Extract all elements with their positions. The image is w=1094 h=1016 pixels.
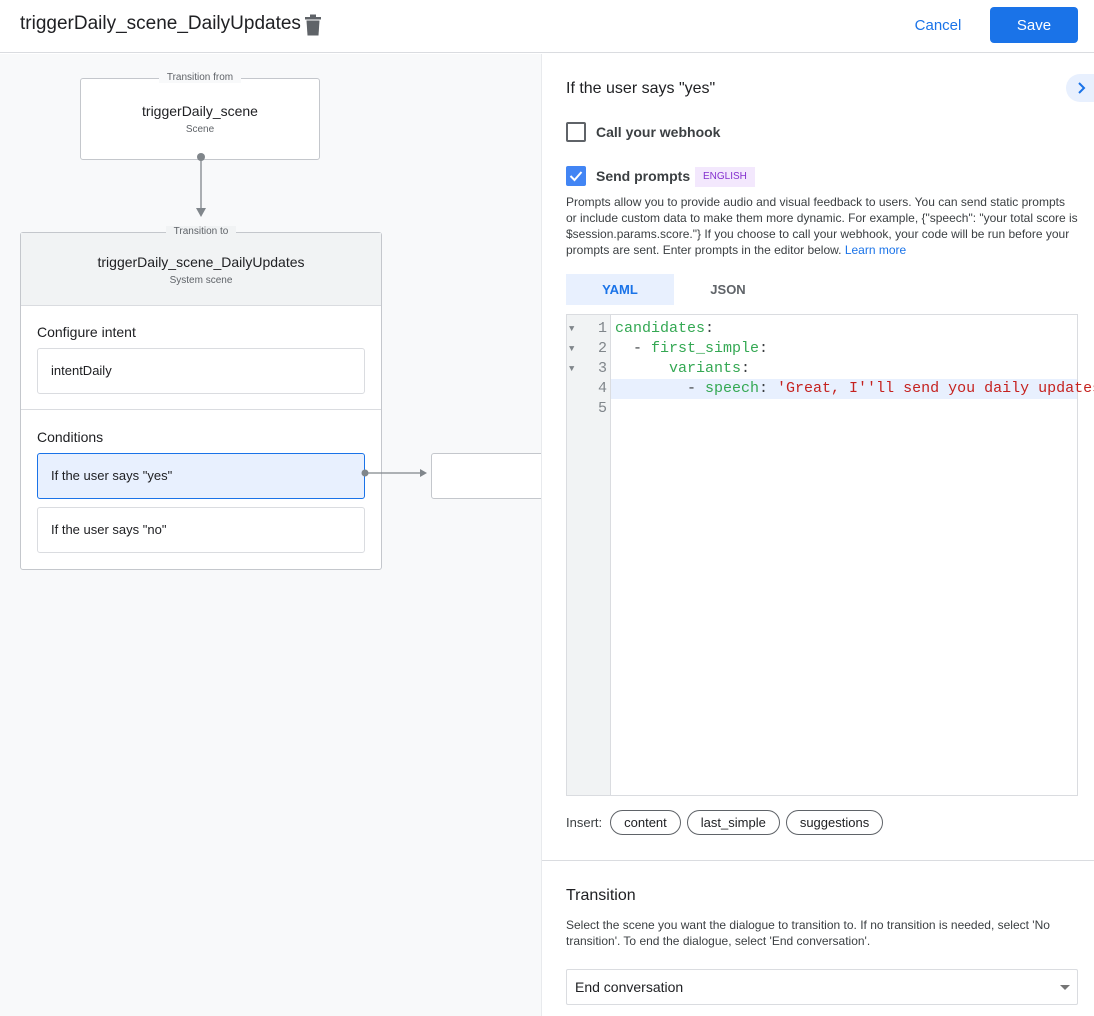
- code-sep: :: [705, 320, 715, 337]
- webhook-label: Call your webhook: [596, 124, 721, 140]
- insert-row: Insert: content last_simple suggestions: [566, 810, 889, 835]
- code-line: 5: [567, 399, 1077, 419]
- prompts-description: Prompts allow you to provide audio and v…: [566, 195, 1078, 257]
- condition-yes[interactable]: If the user says "yes": [37, 453, 365, 499]
- line-number: 5: [597, 400, 607, 417]
- code-value: 'Great, I''ll send you daily updates.: [777, 380, 1094, 397]
- editor-gutter: [567, 315, 611, 795]
- to-scene-name: triggerDaily_scene_DailyUpdates: [97, 254, 305, 270]
- chevron-right-icon: [1078, 82, 1086, 94]
- dropdown-arrow-icon: [1060, 985, 1070, 990]
- target-scene-card[interactable]: [431, 453, 541, 499]
- configure-intent-heading: Configure intent: [37, 324, 136, 340]
- save-button[interactable]: Save: [990, 7, 1078, 43]
- code-line: ▼ 3 variants:: [567, 359, 1077, 379]
- code-line: ▼ 2 - first_simple:: [567, 339, 1077, 359]
- code-editor[interactable]: ▼ 1 candidates: ▼ 2 - first_simple: ▼ 3 varian…: [566, 314, 1094, 796]
- from-scene-name: triggerDaily_scene: [142, 103, 258, 119]
- conditions-heading: Conditions: [37, 429, 104, 445]
- page-title: triggerDaily_scene_DailyUpdates: [20, 13, 301, 34]
- transition-from-card[interactable]: Transition from triggerDaily_scene Scene: [80, 72, 320, 160]
- transition-to-legend: Transition to: [165, 226, 237, 237]
- line-number: 1: [597, 320, 607, 337]
- insert-label: Insert:: [566, 815, 603, 830]
- line-number: 2: [597, 340, 607, 357]
- divider: [542, 860, 1094, 861]
- insert-last-simple-chip[interactable]: last_simple: [686, 810, 780, 835]
- code-sep: :: [759, 380, 778, 397]
- code-line: ▼ 1 candidates:: [567, 319, 1077, 339]
- condition-no[interactable]: If the user says "no": [37, 507, 365, 553]
- check-icon: [569, 171, 583, 182]
- collapse-panel-button[interactable]: [1066, 74, 1094, 102]
- condition-panel: If the user says "yes" Call your webhook…: [542, 54, 1094, 1016]
- insert-content-chip[interactable]: content: [610, 810, 681, 835]
- from-scene-type: Scene: [185, 124, 215, 135]
- line-number: 3: [597, 360, 607, 377]
- tab-yaml[interactable]: YAML: [566, 274, 674, 305]
- cancel-button[interactable]: Cancel: [905, 8, 971, 42]
- code-key: first_simple: [651, 340, 760, 357]
- code-line: 4 - speech: 'Great, I''ll send you daily…: [567, 379, 1094, 399]
- fold-arrow-icon[interactable]: ▼: [569, 344, 575, 354]
- divider: [21, 409, 381, 410]
- language-badge: ENGLISH: [695, 167, 755, 187]
- code-sep: :: [741, 360, 751, 377]
- transition-description: Select the scene you want the dialogue t…: [566, 918, 1050, 948]
- transition-heading: Transition: [566, 887, 636, 904]
- fold-arrow-icon[interactable]: ▼: [569, 364, 575, 374]
- code-key: speech: [705, 380, 760, 397]
- code-key: variants: [669, 360, 742, 377]
- transition-from-legend: Transition from: [158, 72, 242, 83]
- to-scene-type: System scene: [169, 275, 233, 286]
- send-prompts-checkbox[interactable]: [566, 166, 586, 186]
- code-indent: -: [615, 380, 706, 397]
- learn-more-link[interactable]: Learn more: [844, 243, 907, 257]
- code-indent: -: [615, 340, 652, 357]
- line-number: 4: [597, 380, 607, 397]
- panel-heading: If the user says "yes": [566, 80, 716, 97]
- code-key: candidates: [615, 320, 706, 337]
- transition-to-card: Transition to triggerDaily_scene_DailyUp…: [20, 226, 382, 570]
- insert-suggestions-chip[interactable]: suggestions: [785, 810, 884, 835]
- trash-icon[interactable]: [304, 14, 322, 36]
- condition-connector: [361, 469, 427, 477]
- webhook-checkbox[interactable]: [566, 122, 586, 142]
- active-line-highlight: [611, 379, 1077, 399]
- transition-selected-value: End conversation: [575, 979, 684, 995]
- code-sep: :: [759, 340, 769, 357]
- fold-arrow-icon[interactable]: ▼: [569, 324, 575, 334]
- scene-canvas[interactable]: Transition from triggerDaily_scene Scene…: [0, 54, 542, 1016]
- send-prompts-label: Send prompts: [596, 168, 691, 184]
- code-indent: [615, 360, 669, 377]
- intent-item[interactable]: intentDaily: [37, 348, 365, 394]
- transition-select[interactable]: End conversation: [566, 969, 1078, 1005]
- connector-arrow: [196, 153, 206, 217]
- top-bar: triggerDaily_scene_DailyUpdates Cancel S…: [0, 0, 1094, 53]
- tab-json[interactable]: JSON: [710, 282, 746, 297]
